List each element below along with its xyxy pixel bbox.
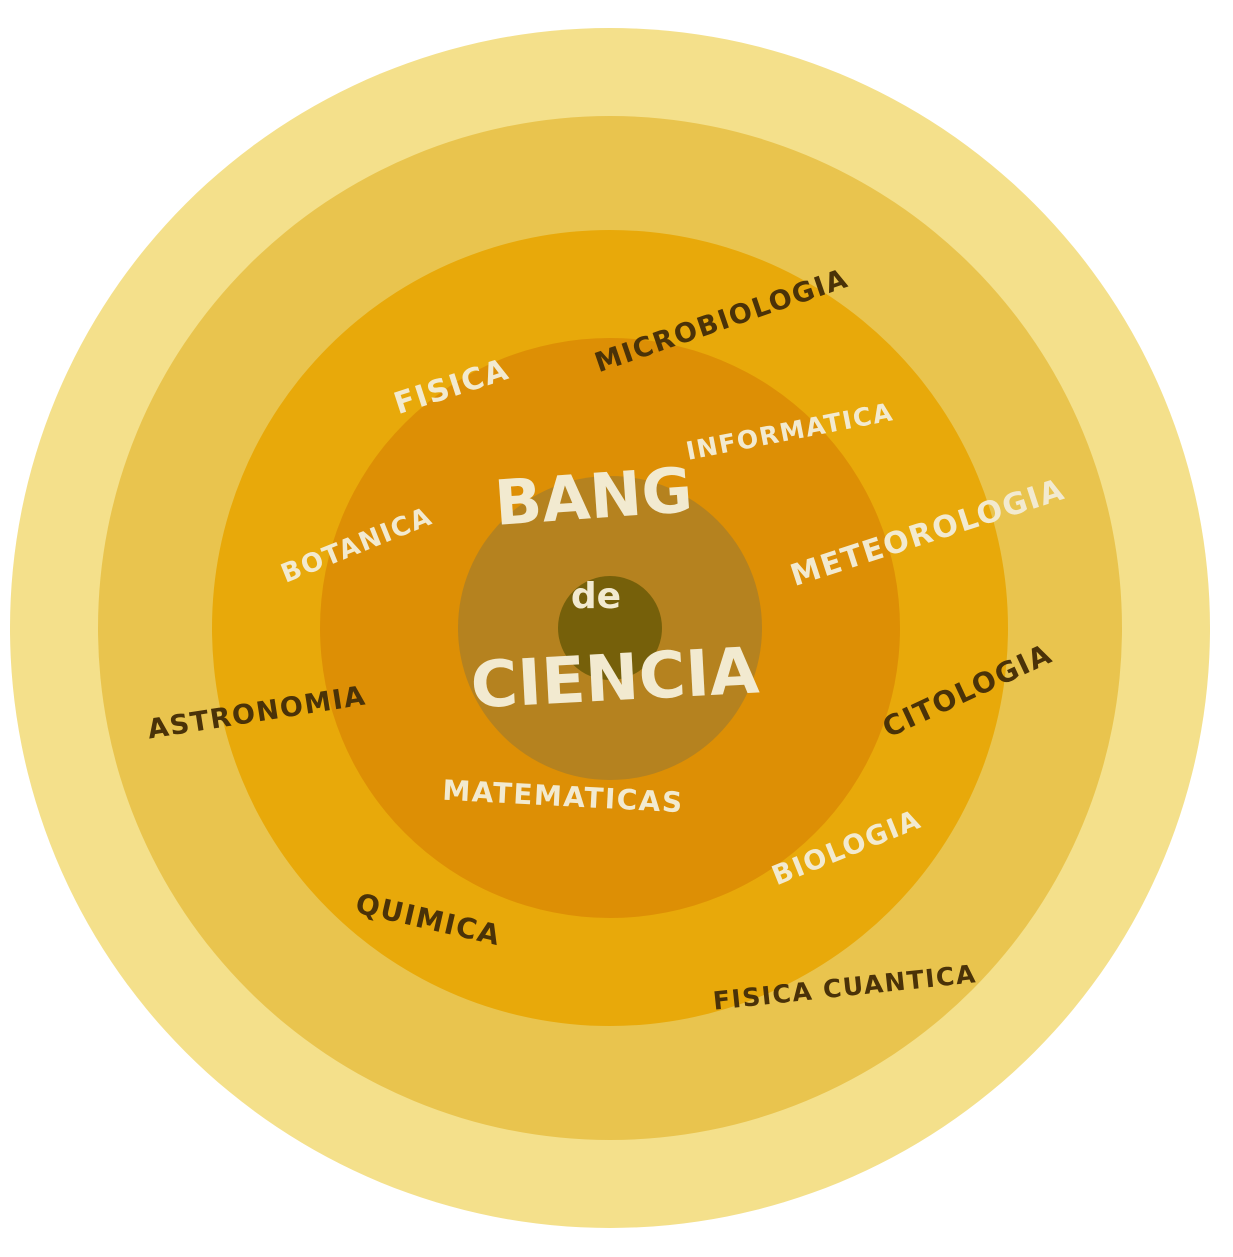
rings-group: [10, 28, 1210, 1228]
ring-core: [558, 576, 662, 680]
core-line-de: de: [571, 576, 621, 617]
core-line-bang: BANG: [492, 453, 695, 540]
core-line-ciencia: CIENCIA: [469, 635, 761, 724]
core-text-group: BANG de CIENCIA: [469, 453, 761, 723]
